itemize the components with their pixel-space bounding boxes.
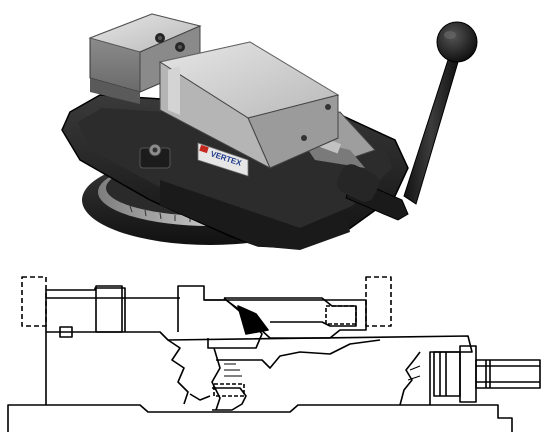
screw-collar	[459, 345, 477, 403]
vise-photo: VERTEX	[61, 13, 478, 250]
movable-jaw-hole-2	[301, 135, 307, 141]
screw-nut	[433, 351, 461, 397]
base-outline	[7, 404, 513, 432]
screw-shaft	[475, 359, 541, 389]
small-square	[59, 326, 73, 338]
wedge-shaded	[237, 305, 269, 335]
handle-knob	[436, 21, 478, 63]
movable-jaw-hole-1	[325, 104, 331, 110]
vise-line-drawing	[7, 276, 541, 432]
base-lock-nut	[139, 143, 171, 169]
thread-hatch	[224, 363, 421, 381]
breakaway-left	[167, 339, 189, 405]
dashed-jaw-left	[21, 276, 47, 327]
dashed-jaw-right	[365, 276, 392, 327]
movable-jaw-outline	[177, 285, 367, 339]
vise-handle	[336, 21, 478, 221]
fixed-jaw-block	[95, 285, 123, 333]
movable-jaw	[158, 41, 340, 170]
breakaway-right	[399, 351, 421, 406]
